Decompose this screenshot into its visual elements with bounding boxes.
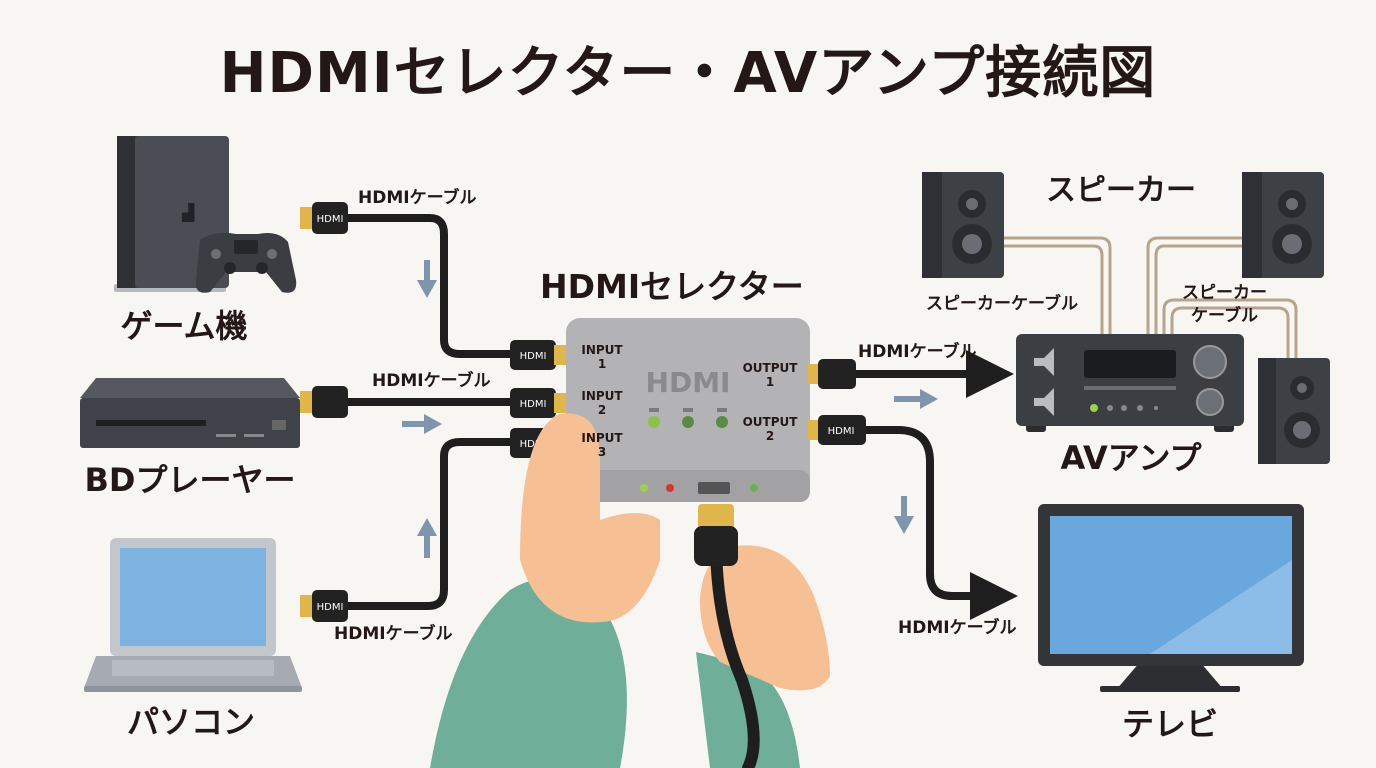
port-output-2-line2: 2 bbox=[765, 428, 775, 443]
port-input-1-line1: INPUT bbox=[581, 343, 623, 357]
cable-label-output-2: HDMIケーブル bbox=[898, 618, 1017, 638]
selector-device-icon: HDMI bbox=[566, 318, 810, 502]
port-output-1-line1: OUTPUT bbox=[742, 361, 798, 375]
controller-icon bbox=[195, 232, 297, 293]
label-hdmi-selector: HDMIセレクター bbox=[540, 267, 804, 306]
bd-player-icon bbox=[80, 378, 300, 448]
speaker-cable-label-left: スピーカーケーブル bbox=[926, 294, 1078, 314]
center-hdmi-cable bbox=[694, 504, 760, 768]
speaker-cable-label-right: スピーカーケーブル bbox=[1182, 282, 1267, 328]
input-cables bbox=[342, 214, 516, 610]
plug-label: HDMI bbox=[317, 602, 344, 613]
port-output-1-line2: 1 bbox=[765, 374, 775, 389]
cable-label-bd: HDMIケーブル bbox=[372, 371, 491, 391]
port-input-2-line2: 2 bbox=[597, 402, 607, 417]
tv-icon bbox=[1038, 504, 1304, 692]
port-input-2-line1: INPUT bbox=[581, 389, 623, 403]
output-cables bbox=[848, 350, 1018, 620]
svg-text:▟: ▟ bbox=[181, 203, 195, 222]
speaker-cable-label-right-line2: ケーブル bbox=[1191, 305, 1258, 326]
hdmi-plug-icon: HDMI bbox=[808, 359, 866, 445]
port-output-2-line1: OUTPUT bbox=[742, 415, 798, 429]
port-input-3-line1: INPUT bbox=[581, 431, 623, 445]
speaker-icon bbox=[1258, 358, 1330, 464]
cable-label-game: HDMIケーブル bbox=[358, 188, 477, 208]
cable-label-output-1: HDMIケーブル bbox=[858, 342, 977, 362]
arrow-icon bbox=[402, 260, 442, 558]
label-speakers: スピーカー bbox=[1046, 173, 1196, 208]
selector-logo: HDMI bbox=[646, 366, 731, 399]
label-bd-player: BDプレーヤー bbox=[84, 461, 296, 499]
port-input-3-line2: 3 bbox=[597, 444, 607, 459]
speaker-cable-label-right-line1: スピーカー bbox=[1182, 283, 1267, 303]
plug-label: HDMI bbox=[520, 399, 547, 410]
plug-label: HDMI bbox=[520, 351, 547, 362]
speaker-icon bbox=[1242, 172, 1324, 278]
label-pc: パソコン bbox=[126, 703, 255, 741]
plug-label: HDMI bbox=[520, 439, 547, 450]
plug-label: HDMI bbox=[828, 426, 855, 437]
label-tv: テレビ bbox=[1121, 705, 1218, 743]
cable-label-pc: HDMIケーブル bbox=[334, 624, 453, 644]
av-amp-icon bbox=[1016, 334, 1244, 432]
speaker-icon bbox=[922, 172, 1004, 278]
laptop-icon bbox=[84, 538, 302, 692]
hdmi-plug-icon: HDMI HDMI HDMI HDMI HDMI bbox=[300, 202, 566, 622]
arrow-icon bbox=[894, 389, 938, 534]
speaker-wires bbox=[1004, 236, 1298, 358]
port-input-1-line2: 1 bbox=[597, 356, 607, 371]
plug-label: HDMI bbox=[317, 214, 344, 225]
page-title: HDMIセレクター・AVアンプ接続図 bbox=[219, 41, 1157, 106]
label-av-amp: AVアンプ bbox=[1060, 439, 1202, 477]
label-game-console: ゲーム機 bbox=[120, 307, 248, 345]
